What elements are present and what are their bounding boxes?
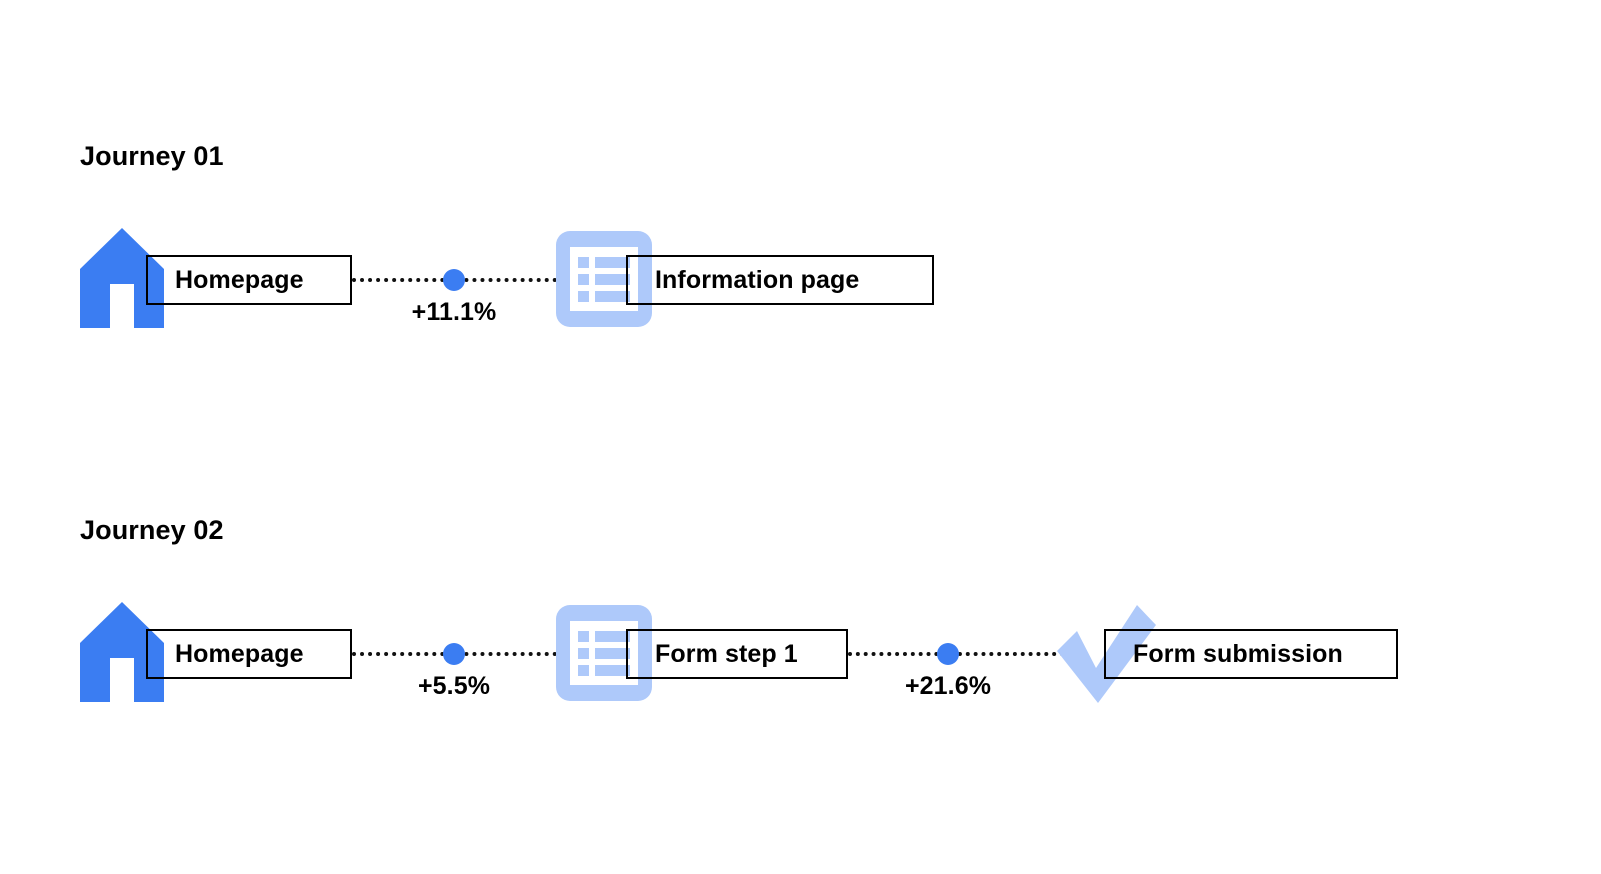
flow-node-label-homepage-j2: Homepage xyxy=(175,639,304,668)
journey-block-02: Journey 02 Homepage +5.5% xyxy=(0,374,1601,811)
flow-node-label-information-page-j1: Information page xyxy=(655,265,860,294)
flow-node-label-homepage-j1: Homepage xyxy=(175,265,304,294)
flow-node-form-step-1-j2[interactable]: Form step 1 xyxy=(556,598,848,728)
journey-flow-01: Homepage +11.1% xyxy=(0,224,1601,354)
flow-node-label-box-homepage-j1[interactable]: Homepage xyxy=(146,255,352,305)
flow-node-homepage-j2[interactable]: Homepage xyxy=(80,598,352,728)
flow-node-information-page-j1[interactable]: Information page xyxy=(556,224,934,354)
flow-node-label-box-information-page-j1[interactable]: Information page xyxy=(626,255,934,305)
journey-title-02: Journey 02 xyxy=(80,515,224,545)
connector-percent-label-j1-1: +11.1% xyxy=(411,298,497,326)
flow-connector-j2-2: +21.6% xyxy=(848,643,1080,699)
home-icon xyxy=(80,228,164,328)
flow-node-label-box-form-step-1-j2[interactable]: Form step 1 xyxy=(626,629,848,679)
flow-node-label-box-homepage-j2[interactable]: Homepage xyxy=(146,629,352,679)
flow-node-form-submission-j2[interactable]: Form submission xyxy=(1048,598,1398,728)
flow-node-label-form-submission-j2: Form submission xyxy=(1133,639,1343,668)
journey-flow-02: Homepage +5.5% xyxy=(0,598,1601,728)
flow-node-label-form-step-1-j2: Form step 1 xyxy=(655,639,798,668)
journey-block-01: Journey 01 Homepage +11.1% xyxy=(0,141,1601,354)
flow-connector-j2-1: +5.5% xyxy=(352,643,557,699)
flow-connector-j1-1: +11.1% xyxy=(352,269,557,325)
home-icon xyxy=(80,602,164,702)
connector-node-dot[interactable] xyxy=(443,643,465,665)
flow-node-homepage-j1[interactable]: Homepage xyxy=(80,224,352,354)
flow-node-label-box-form-submission-j2[interactable]: Form submission xyxy=(1104,629,1398,679)
journey-title-01: Journey 01 xyxy=(80,141,224,171)
connector-percent-label-j2-2: +21.6% xyxy=(904,672,992,700)
connector-percent-label-j2-1: +5.5% xyxy=(417,672,491,700)
connector-dotted-line xyxy=(848,652,1080,656)
connector-node-dot[interactable] xyxy=(937,643,959,665)
connector-node-dot[interactable] xyxy=(443,269,465,291)
